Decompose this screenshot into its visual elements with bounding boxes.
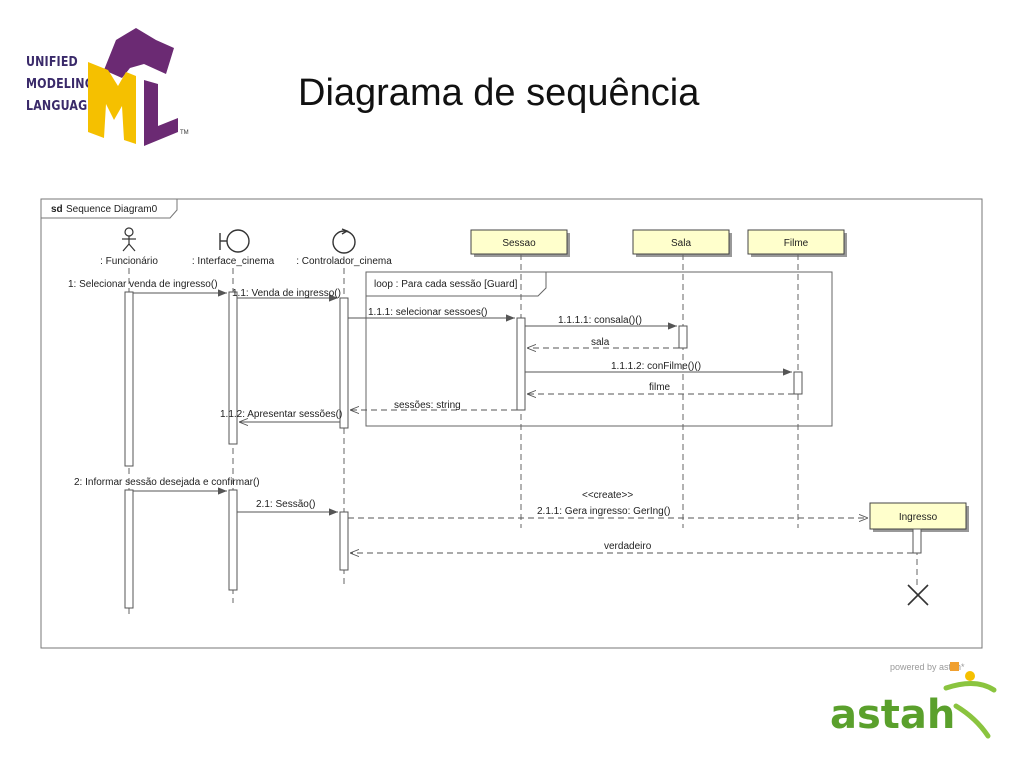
uml-logo-l <box>144 80 178 146</box>
diagram-frame <box>40 198 983 649</box>
loop-label: loop : Para cada sessão [Guard] <box>374 279 518 290</box>
uml-logo-u <box>104 28 174 78</box>
message-1-1-2-label: 1.1.2: Apresentar sessões() <box>220 409 342 420</box>
return-verdadeiro-label: verdadeiro <box>604 541 652 552</box>
message-2-1-label: 2.1: Sessão() <box>256 499 315 510</box>
message-1-label: 1: Selecionar venda de ingresso() <box>68 279 218 290</box>
uml-logo-m <box>88 62 136 144</box>
message-1-1-1-1-label: 1.1.1.1: consala()() <box>558 315 642 326</box>
loop-fragment <box>365 271 833 427</box>
uml-logo-tm: TM <box>180 130 189 136</box>
lifeline-ingresso-label: Ingresso <box>899 512 938 523</box>
lifeline-controlador-label: : Controlador_cinema <box>296 256 392 267</box>
lifeline-filme-box <box>747 229 845 255</box>
boundary-icon <box>219 229 250 253</box>
lifeline-interface-label: : Interface_cinema <box>192 256 275 267</box>
lifeline-ingresso-box <box>869 502 967 530</box>
astah-wordmark: astah <box>830 692 955 738</box>
lifeline-sessao-label: Sessao <box>502 238 536 249</box>
uml-logo-mark: TM <box>88 28 189 146</box>
uml-logo-wordmark: UNIFIED MODELING LANGUAGE <box>26 52 107 118</box>
message-2-label: 2: Informar sessão desejada e confirmar(… <box>74 477 260 488</box>
message-1-1-label: 1.1: Venda de ingresso() <box>232 288 341 299</box>
actor-icon <box>122 227 136 252</box>
frame-name: Sequence Diagram0 <box>66 204 158 215</box>
return-sessoes-label: sessões: string <box>394 400 461 411</box>
uml-logo-line1: UNIFIED <box>26 55 78 70</box>
message-1-1-1-2-label: 1.1.1.2: conFilme()() <box>611 361 701 372</box>
lifeline-filme-label: Filme <box>784 238 809 249</box>
frame-tab <box>41 199 178 219</box>
astah-swoosh-icon <box>943 671 997 739</box>
lifeline-sessao-box <box>470 229 568 255</box>
create-stereotype-label: <<create>> <box>582 490 633 501</box>
activation-bars <box>124 291 922 609</box>
powered-by-label: powered by astah* <box>890 662 965 672</box>
astah-logo: powered by astah* astah <box>826 656 1006 746</box>
destroy-icon <box>907 584 929 606</box>
uml-logo-line2: MODELING <box>26 77 94 92</box>
lifeline-sala-box <box>632 229 730 255</box>
frame-prefix: sd <box>51 204 63 215</box>
sequence-diagram: sd Sequence Diagram0 : Funcionário : Int… <box>40 198 984 650</box>
uml-logo: UNIFIED MODELING LANGUAGE TM <box>18 22 198 152</box>
control-icon <box>332 228 356 254</box>
astah-badge-icon <box>950 662 959 671</box>
uml-logo-line3: LANGUAGE <box>26 99 96 114</box>
loop-tab <box>366 272 547 297</box>
return-filme-label: filme <box>649 382 671 393</box>
return-sala-label: sala <box>591 337 610 348</box>
lifeline-funcionario-label: : Funcionário <box>100 256 158 267</box>
slide-title: Diagrama de sequência <box>298 72 700 114</box>
message-1-1-1-label: 1.1.1: selecionar sessoes() <box>368 307 488 318</box>
create-ingresso-label: 2.1.1: Gera ingresso: GerIng() <box>537 506 670 517</box>
lifeline-sala-label: Sala <box>671 238 691 249</box>
